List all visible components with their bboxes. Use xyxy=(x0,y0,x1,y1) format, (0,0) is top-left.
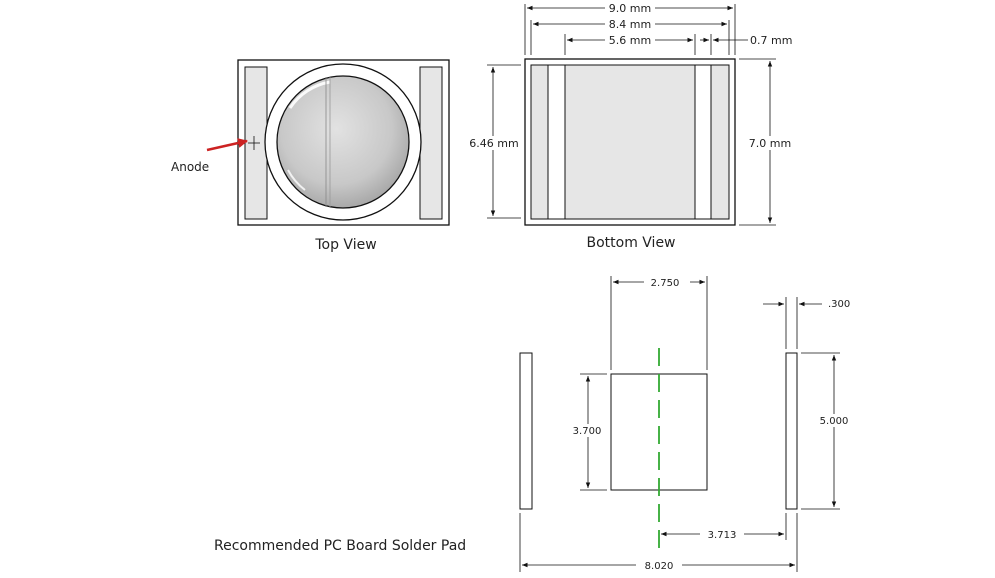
dim-pad-height: 3.700 xyxy=(573,426,602,437)
dim-strip-width: .300 xyxy=(828,299,850,310)
bottom-view: 9.0 mm 8.4 mm 5.6 mm 0.7 mm 6.46 mm 7.0 … xyxy=(469,1,794,251)
anode-label: Anode xyxy=(171,160,209,174)
solder-pad-left-strip xyxy=(519,352,533,510)
solder-pad-caption: Recommended PC Board Solder Pad xyxy=(214,538,466,554)
bottom-view-right-gap xyxy=(694,64,712,220)
dim-height-inner: 6.46 mm xyxy=(469,137,518,150)
lens-dome xyxy=(276,75,410,209)
bottom-view-caption: Bottom View xyxy=(586,235,675,251)
dim-pad-gap: 0.7 mm xyxy=(750,34,792,47)
top-view: Anode Top View xyxy=(171,59,450,253)
dim-width-center: 5.6 mm xyxy=(609,34,651,47)
dim-overall: 8.020 xyxy=(645,561,674,572)
solder-pad-right-strip xyxy=(785,352,798,510)
dim-width-inner: 8.4 mm xyxy=(609,18,651,31)
lens-highlight-lower xyxy=(287,169,306,191)
anode-arrow xyxy=(206,138,248,152)
bottom-view-left-gap xyxy=(547,64,566,220)
dim-width-overall: 9.0 mm xyxy=(609,2,651,15)
solder-pad-drawing: 2.750 3.700 .300 5.000 3.713 8.020 Recom… xyxy=(214,276,854,572)
dim-height-overall: 7.0 mm xyxy=(749,137,791,150)
top-view-right-pad xyxy=(419,66,443,220)
dim-strip-height: 5.000 xyxy=(820,416,849,427)
dim-pad-width: 2.750 xyxy=(651,278,680,289)
dim-center-to-strip: 3.713 xyxy=(708,530,737,541)
top-view-caption: Top View xyxy=(314,237,376,253)
